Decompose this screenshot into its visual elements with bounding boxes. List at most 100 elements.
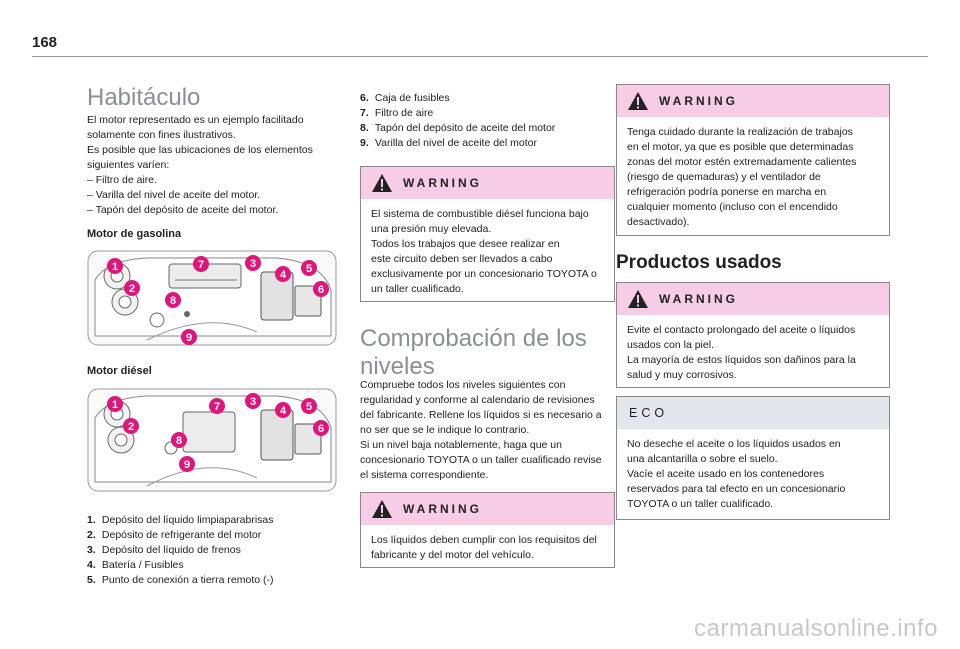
warning-box-liquidos: WARNING Los líquidos deben cumplir con l… [360, 492, 615, 568]
warning-line: usados con la piel. [627, 339, 714, 351]
eco-line: reservados para tal efecto en un concesi… [627, 483, 846, 495]
warning-label: WARNING [659, 94, 738, 108]
warning-line: desactivado). [627, 216, 690, 228]
page-number: 168 [32, 34, 58, 51]
warning-line: refrigeración podría ponerse en marcha e… [627, 186, 827, 198]
section-title-habitaculo: Habitáculo [87, 84, 201, 111]
section-title-productos-usados: Productos usados [616, 252, 782, 273]
warning-line: fabricante y del motor del vehículo. [371, 549, 534, 561]
list-item: 2. Depósito de refrigerante del motor [87, 528, 347, 543]
list-item: 4. Batería / Fusibles [87, 558, 347, 573]
eco-line: No deseche el aceite o los líquidos usad… [627, 438, 841, 450]
section-title-comprobacion: Comprobación de los niveles [360, 325, 615, 380]
body-line: regularidad y conforme al calendario de … [360, 394, 595, 406]
warning-line: un taller cualificado. [371, 283, 464, 295]
eco-header: ECO [617, 397, 889, 429]
list-item: 1. Depósito del líquido limpiaparabrisas [87, 513, 347, 528]
svg-text:8: 8 [176, 435, 182, 447]
intro-line: solamente con fines ilustrativos. [87, 129, 236, 141]
svg-text:3: 3 [250, 258, 256, 270]
callout-markers: 1 2 3 4 5 6 7 8 9 [107, 393, 329, 472]
item-number: 7. [360, 107, 369, 119]
svg-text:8: 8 [170, 295, 176, 307]
warning-box-diesel: WARNING El sistema de combustible diésel… [360, 166, 615, 302]
svg-text:5: 5 [306, 263, 312, 275]
title-line: niveles [360, 352, 435, 380]
list-item: 9. Varilla del nivel de aceite del motor [360, 136, 615, 151]
svg-text:9: 9 [186, 332, 192, 344]
svg-text:2: 2 [128, 421, 134, 433]
warning-header: WARNING [361, 493, 614, 525]
component-list-part-2: 6. Caja de fusibles 7. Filtro de aire 8.… [360, 91, 615, 151]
svg-text:4: 4 [280, 269, 287, 281]
warning-body: Tenga cuidado durante la realización de … [617, 117, 889, 238]
svg-text:7: 7 [198, 259, 204, 271]
eco-label: ECO [629, 406, 669, 420]
warning-body: Evite el contacto prolongado del aceite … [617, 315, 889, 391]
component-list-part-1: 1. Depósito del líquido limpiaparabrisas… [87, 513, 347, 588]
svg-text:4: 4 [280, 405, 287, 417]
warning-body: Los líquidos deben cumplir con los requi… [361, 525, 614, 571]
warning-header: WARNING [361, 167, 614, 199]
item-text: Filtro de aire [374, 107, 434, 119]
svg-text:7: 7 [214, 401, 220, 413]
body-line: Compruebe todos los niveles siguientes c… [360, 379, 566, 391]
warning-line: Evite el contacto prolongado del aceite … [627, 324, 856, 336]
item-text: Varilla del nivel de aceite del motor [374, 137, 537, 149]
intro-line: – Tapón del depósito de aceite del motor… [87, 204, 279, 216]
motor-gasolina-label: Motor de gasolina [87, 228, 182, 240]
list-item: 5. Punto de conexión a tierra remoto (-) [87, 573, 347, 588]
list-item: 6. Caja de fusibles [360, 91, 615, 106]
diesel-engine-diagram: 1 2 3 4 5 6 7 8 9 [87, 388, 337, 492]
warning-header: WARNING [617, 85, 889, 117]
svg-text:2: 2 [129, 283, 135, 295]
warning-line: Todos los trabajos que desee realizar en [371, 238, 560, 250]
warning-label: WARNING [403, 502, 482, 516]
warning-triangle-icon [628, 290, 648, 308]
warning-line: La mayoría de estos líquidos son dañinos… [627, 354, 856, 366]
item-text: Caja de fusibles [374, 92, 450, 104]
warning-line: (riesgo de quemaduras) y el ventilador d… [627, 171, 821, 183]
callout-markers: 1 2 3 4 5 6 7 8 9 [107, 255, 329, 345]
warning-line: una presión muy elevada. [371, 223, 492, 235]
warning-triangle-icon [372, 174, 392, 192]
item-text: Depósito del líquido limpiaparabrisas [101, 514, 274, 526]
svg-text:6: 6 [318, 284, 324, 296]
gasoline-engine-diagram: 1 2 3 4 5 6 7 8 9 [87, 250, 337, 346]
list-item: 7. Filtro de aire [360, 106, 615, 121]
svg-text:1: 1 [112, 261, 118, 273]
item-number: 8. [360, 122, 369, 134]
warning-line: Los líquidos deben cumplir con los requi… [371, 534, 597, 546]
intro-line: Es posible que las ubicaciones de los el… [87, 144, 313, 156]
intro-line: – Filtro de aire. [87, 174, 158, 186]
item-text: Tapón del depósito de aceite del motor [374, 122, 556, 134]
warning-triangle-icon [372, 500, 392, 518]
motor-diesel-label: Motor diésel [87, 365, 152, 377]
item-text: Depósito de refrigerante del motor [101, 529, 262, 541]
body-line: no ser que se le indique lo contrario. [360, 424, 530, 436]
body-line: concesionario TOYOTA o un taller cualifi… [360, 454, 602, 466]
eco-body: No deseche el aceite o los líquidos usad… [617, 429, 889, 520]
warning-line: Tenga cuidado durante la realización de … [627, 126, 853, 138]
warning-line: salud y muy corrosivos. [627, 369, 737, 381]
eco-line: TOYOTA o un taller cualificado. [627, 498, 774, 510]
body-line: el sistema correspondiente. [360, 469, 489, 481]
warning-body: El sistema de combustible diésel funcion… [361, 199, 614, 305]
warning-label: WARNING [403, 176, 482, 190]
list-item: 3. Depósito del líquido de frenos [87, 543, 347, 558]
warning-triangle-icon [628, 92, 648, 110]
warning-line: zonas del motor estén extremadamente cal… [627, 156, 857, 168]
warning-line: en el motor, ya que es posible que deter… [627, 141, 854, 153]
item-number: 4. [87, 559, 96, 571]
intro-line: – Varilla del nivel de aceite del motor. [87, 189, 261, 201]
item-number: 3. [87, 544, 96, 556]
warning-line: El sistema de combustible diésel funcion… [371, 208, 589, 220]
intro-line: siguientes varíen: [87, 159, 170, 171]
item-text: Batería / Fusibles [101, 559, 184, 571]
body-line: del fabricante. Rellene los líquidos si … [360, 409, 602, 421]
item-text: Punto de conexión a tierra remoto (-) [101, 574, 274, 586]
warning-line: exclusivamente por un concesionario TOYO… [371, 268, 597, 280]
warning-line: este circuito deben ser llevados a cabo [371, 253, 553, 265]
header-divider [32, 56, 928, 57]
eco-line: Vacíe el aceite usado en los contenedore… [627, 468, 825, 480]
